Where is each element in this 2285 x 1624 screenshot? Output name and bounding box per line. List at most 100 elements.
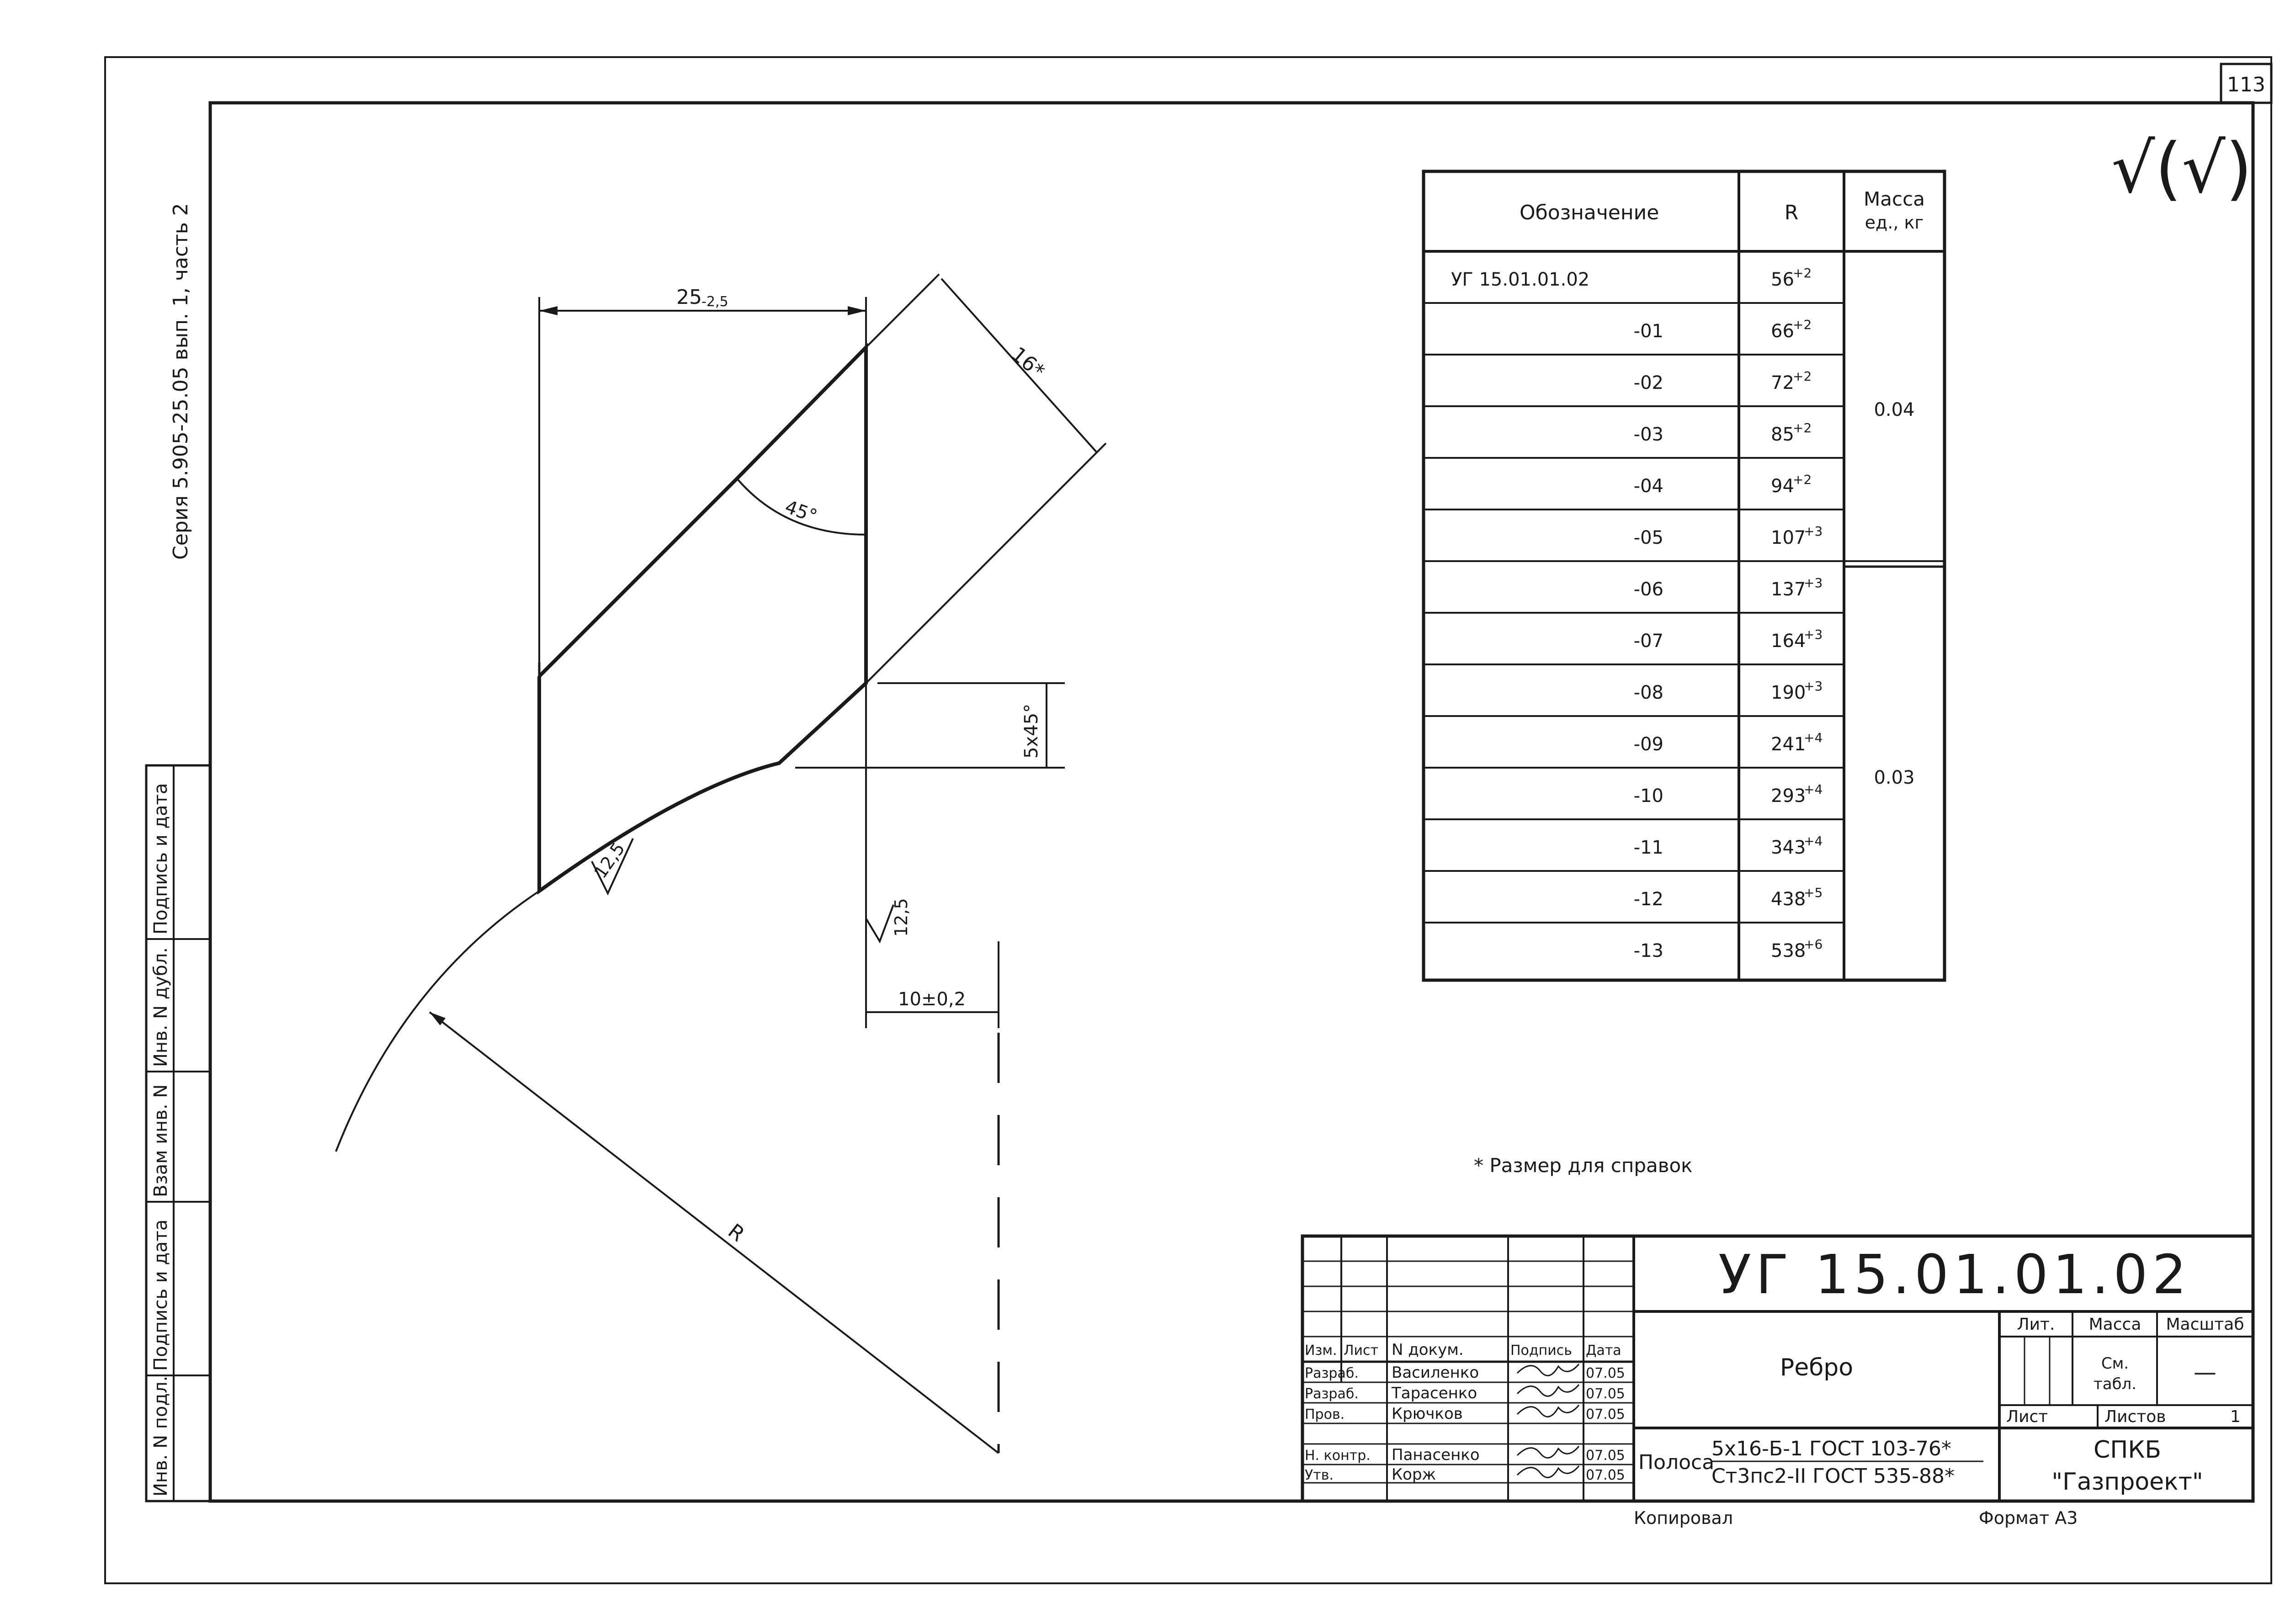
tb-lit-label: Лит. [2017,1315,2055,1334]
page-number: 113 [2227,73,2265,96]
tb-col-list: Лист [1344,1343,1378,1359]
spec-row-designation: -12 [1634,889,1663,910]
spec-table: Обозначение R Масса ед., кг УГ 15.01.01.… [1422,170,1946,982]
side-stamp-cell-2: Инв. N дубл. [150,947,171,1067]
tb-person-signature [1516,1446,1580,1459]
page-number-box: 113 [2220,63,2273,104]
spec-row-r: 190 [1771,682,1806,703]
spec-row-designation: -08 [1634,682,1663,703]
spec-row-tolerance: +2 [1793,369,1812,384]
check-mark: √(√) [2111,129,2252,208]
series-label: Серия 5.905-25.05 вып. 1, часть 2 [169,203,192,560]
width-arrow-right [848,306,866,315]
spec-row-tolerance: +2 [1793,472,1812,487]
tb-person-date: 07.05 [1586,1386,1625,1402]
tb-col-doc: N докум. [1392,1341,1464,1359]
tb-doc-number: УГ 15.01.01.02 [1718,1243,2191,1306]
tb-person-name: Василенко [1392,1364,1479,1382]
tb-sheets-label: Листов [2104,1407,2166,1426]
tb-person-name: Корж [1392,1465,1436,1484]
dim-thickness: 10±0,2 [898,989,966,1010]
tb-col-sign: Подпись [1510,1343,1572,1359]
spec-row-designation: -01 [1634,321,1663,342]
spec-row-designation: -07 [1634,631,1663,652]
tb-col-date: Дата [1586,1343,1621,1359]
tb-scale-value: — [2194,1359,2216,1385]
tb-mass-value-1: См. [2101,1354,2129,1373]
spec-row-tolerance: +2 [1793,420,1812,435]
spec-row-r: 72 [1771,372,1794,393]
spec-table-frame [1422,170,1946,982]
spec-header-mass-1: Масса [1864,188,1925,210]
spec-mass-group-1: 0.04 [1874,399,1914,420]
spec-row-r: 538 [1771,940,1806,961]
spec-header-designation: Обозначение [1520,201,1659,224]
radius-dim-line [429,1011,999,1454]
outer-border [104,56,2272,1584]
dim-width: 25 [676,286,702,309]
radius-arrow [430,1012,446,1025]
tb-org-line2: "Газпроект" [2051,1468,2203,1496]
extension-line-top [865,273,940,348]
spec-row-r: 241 [1771,734,1806,755]
roughness-mark-1 [591,838,634,896]
side-stamp-cell-1: Подпись и дата [150,783,171,934]
spec-row-tolerance: +6 [1804,937,1823,952]
tb-person-role: Разраб. [1305,1386,1359,1402]
tb-org-line1: СПКБ [2094,1436,2161,1464]
tb-person-date: 07.05 [1586,1448,1625,1464]
tb-material-bottom: Ст3пс2-II ГОСТ 535-88* [1711,1465,1955,1488]
radius-arc [335,890,540,1152]
spec-row-r: 94 [1771,476,1794,497]
tb-person-name: Панасенко [1392,1446,1480,1464]
roughness-mark-2 [865,904,894,944]
spec-row-designation: -10 [1634,785,1663,807]
side-stamp-cell-5: Инв. N подл. [150,1376,171,1497]
dim-angle: 45° [782,496,820,527]
spec-row-r: 343 [1771,837,1806,858]
tb-material-prefix: Полоса [1638,1451,1714,1474]
tb-scale-label: Масштаб [2166,1315,2244,1334]
tb-person-role: Н. контр. [1305,1448,1371,1464]
tb-copied-label: Копировал [1634,1508,1733,1528]
tb-person-name: Крючков [1392,1405,1463,1423]
spec-row-r: 56 [1771,269,1794,290]
spec-row-designation: -13 [1634,940,1663,961]
tb-sheet-label: Лист [2006,1407,2048,1426]
tb-person-date: 07.05 [1586,1467,1625,1483]
spec-mass-group-2: 0.03 [1874,767,1914,788]
tb-person-signature [1516,1364,1580,1376]
spec-row-tolerance: +4 [1804,833,1823,849]
side-stamp: Подпись и дата Инв. N дубл. Взам инв. N … [145,764,212,1502]
tb-person-role: Разраб. [1305,1365,1359,1381]
spec-row-tolerance: +5 [1804,885,1823,900]
tb-person-signature [1516,1405,1580,1417]
spec-row-tolerance: +4 [1804,782,1823,797]
width-arrow-left [539,306,558,315]
part-drawing: R 16* 25 -2,5 45° 5x45° 12,5 12,5 [335,273,1107,1454]
part-outline [537,343,868,895]
spec-row-designation: -05 [1634,527,1663,548]
spec-header-r: R [1785,201,1799,224]
side-stamp-cell-4: Подпись и дата [150,1220,171,1371]
tb-sheets-value: 1 [2230,1407,2241,1426]
spec-row-designation: -02 [1634,372,1663,393]
tb-person-role: Утв. [1305,1467,1334,1483]
extension-line-45 [865,442,1107,684]
tb-part-name: Ребро [1780,1354,1853,1381]
title-block-frame [1301,1234,2255,1503]
side-stamp-frame [145,764,212,1502]
spec-row-r: 164 [1771,631,1806,652]
spec-row-designation: -04 [1634,476,1663,497]
spec-row-rules [1424,302,1945,923]
tb-person-role: Пров. [1305,1406,1344,1422]
dim-diag: 16* [1007,342,1049,383]
spec-header-mass-2: ед., кг [1865,212,1924,233]
side-stamp-cell-3: Взам инв. N [150,1084,171,1197]
tb-col-izm: Изм. [1305,1343,1337,1359]
tb-person-signature [1516,1384,1580,1397]
spec-row-r: 107 [1771,527,1806,548]
